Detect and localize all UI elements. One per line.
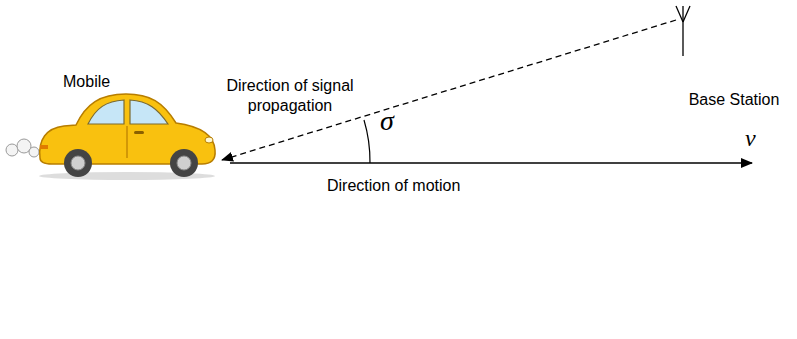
node-label: Base Station	[689, 90, 780, 110]
base-station-node: Base Station	[676, 6, 792, 116]
symbol-label: σ	[380, 104, 394, 138]
edge-label: Direction of signal propagation	[215, 76, 365, 116]
exhaust-puffs	[6, 139, 39, 157]
mobile-node: Mobile	[30, 72, 222, 182]
antenna-symbol	[676, 6, 690, 56]
motion-arrow	[230, 162, 752, 163]
symbol-label: v	[745, 124, 756, 153]
axis-label: Direction of motion	[327, 176, 460, 195]
car-illustration	[39, 94, 215, 180]
node-label: Mobile	[63, 72, 110, 92]
angle-arc	[364, 120, 370, 163]
